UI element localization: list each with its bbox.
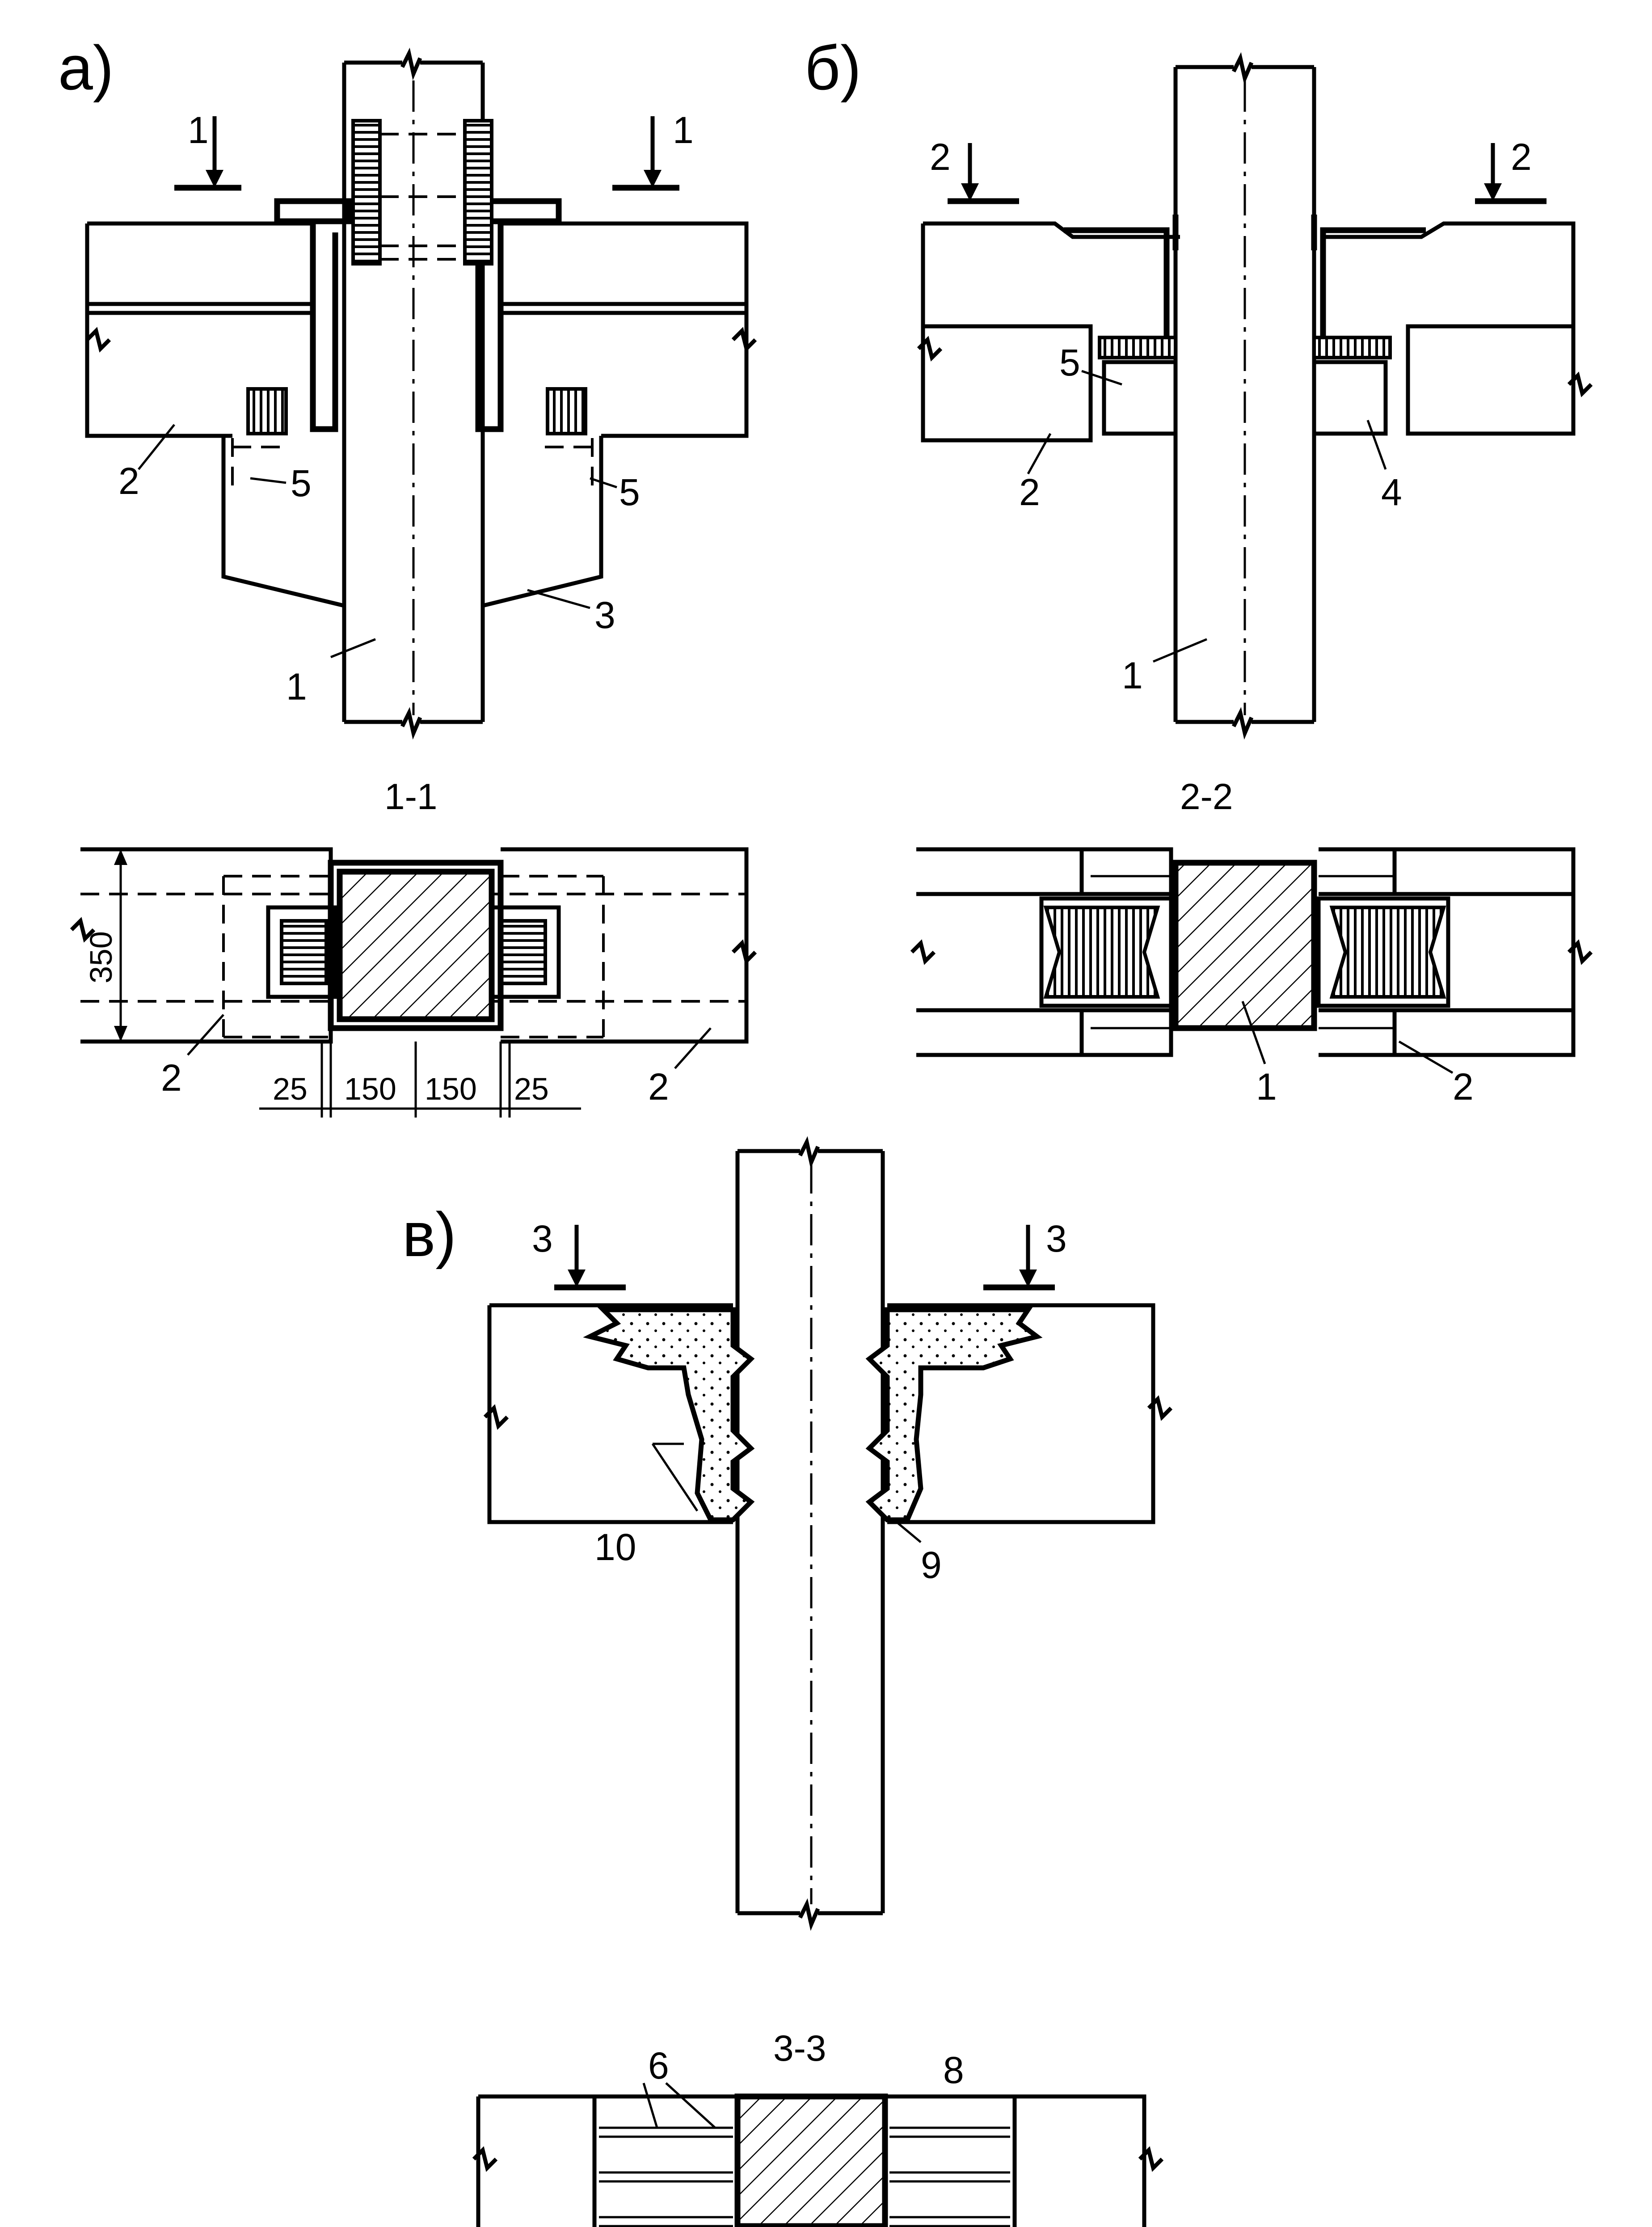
angle-b-right xyxy=(1311,215,1426,340)
wedge-left xyxy=(351,119,382,266)
column-b xyxy=(1102,52,1388,740)
dim-25-right: 25 xyxy=(514,1071,549,1106)
panel-b-elevation: б) 2 2 xyxy=(805,33,1593,740)
section-1-1: 1-1 350 25 150 150 25 2 2 xyxy=(70,776,757,1118)
panel-v-letter: в) xyxy=(402,1199,456,1270)
panel-b-letter: б) xyxy=(805,33,861,103)
callout-2-s1-right: 2 xyxy=(648,1066,669,1108)
dim-25-left: 25 xyxy=(273,1071,308,1106)
slab-left xyxy=(85,221,313,438)
callout-3-a: 3 xyxy=(594,594,615,636)
section-1-1-block-left xyxy=(280,919,328,985)
callout-8-s3: 8 xyxy=(943,2049,964,2091)
panel-a-letter: а) xyxy=(58,33,114,103)
section-1-1-block-right xyxy=(499,919,547,985)
slab-b-left xyxy=(917,221,1180,443)
callout-2-a: 2 xyxy=(118,460,139,502)
section-mark-3-left-label: 3 xyxy=(532,1218,553,1260)
dim-350: 350 xyxy=(84,931,118,983)
callout-1-b: 1 xyxy=(1122,654,1143,696)
section-3-3-title: 3-3 xyxy=(773,2028,826,2069)
joint-concrete-right xyxy=(865,1307,1043,1523)
section-mark-3-right-label: 3 xyxy=(1046,1218,1067,1260)
section-mark-1-left: 1 xyxy=(174,109,241,191)
section-3-3: 3-3 6 8 xyxy=(472,2028,1164,2227)
support-block-left xyxy=(246,387,288,435)
joint-concrete-left xyxy=(583,1307,755,1523)
callout-1-s2: 1 xyxy=(1256,1066,1277,1108)
gasket-b-right xyxy=(1312,336,1392,359)
section-2-2: 2-2 1 2 xyxy=(910,776,1593,1108)
callout-4-b: 4 xyxy=(1381,471,1402,513)
callout-10-v: 10 xyxy=(594,1526,636,1568)
section-mark-3-left: 3 xyxy=(532,1218,626,1291)
panel-v-elevation: в) 3 3 10 xyxy=(402,1136,1173,1931)
steel-jacket-right xyxy=(475,224,504,432)
slab-v-left xyxy=(483,1303,733,1524)
section-mark-1-right-label: 1 xyxy=(673,109,694,151)
slab-right xyxy=(501,221,757,438)
dim-150-right: 150 xyxy=(425,1071,477,1106)
callout-2-b: 2 xyxy=(1019,471,1040,513)
callout-5-a-right: 5 xyxy=(619,471,640,513)
dim-150-left: 150 xyxy=(344,1071,396,1106)
callout-1-a: 1 xyxy=(286,666,307,708)
column-a xyxy=(221,47,603,740)
section-mark-2-left: 2 xyxy=(930,136,1019,204)
column-v xyxy=(735,1136,885,1931)
panel-a-elevation: а) 1 1 xyxy=(58,33,757,740)
callout-9-v: 9 xyxy=(921,1544,942,1586)
callout-5-a-left: 5 xyxy=(291,462,312,504)
section-2-2-block-right xyxy=(1329,906,1446,999)
slab-v-right xyxy=(887,1303,1173,1524)
steel-jacket-left xyxy=(310,224,338,432)
callout-6-s3: 6 xyxy=(648,2045,669,2087)
angle-b-left xyxy=(1064,215,1179,340)
callout-5-b: 5 xyxy=(1059,342,1080,384)
section-1-1-title: 1-1 xyxy=(384,776,438,817)
section-3-3-column xyxy=(734,2093,888,2227)
section-mark-1-right: 1 xyxy=(612,109,694,191)
section-mark-2-right: 2 xyxy=(1475,136,1547,204)
jacket-cap-left xyxy=(274,198,352,224)
section-mark-1-left-label: 1 xyxy=(188,109,209,151)
section-mark-2-right-label: 2 xyxy=(1511,136,1532,178)
section-2-2-block-left xyxy=(1043,906,1160,999)
wedge-right xyxy=(463,119,493,266)
section-2-2-title: 2-2 xyxy=(1180,776,1233,817)
section-mark-2-left-label: 2 xyxy=(930,136,951,178)
gasket-b-left xyxy=(1098,336,1177,359)
slab-b-right xyxy=(1323,221,1593,436)
callout-2-s2: 2 xyxy=(1453,1066,1474,1108)
section-2-2-column xyxy=(1172,860,1317,1031)
section-mark-3-right: 3 xyxy=(983,1218,1067,1291)
section-1-1-column xyxy=(337,869,495,1022)
support-block-right xyxy=(546,387,587,435)
callout-2-s1-left: 2 xyxy=(161,1057,182,1099)
